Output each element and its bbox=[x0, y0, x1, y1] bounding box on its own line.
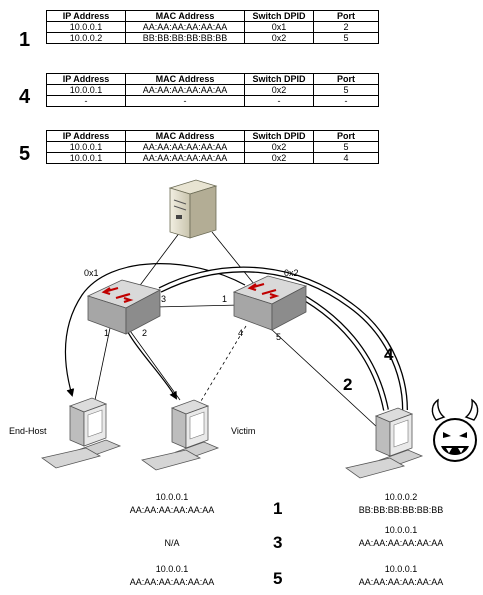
host-label-victim: Victim bbox=[231, 426, 256, 436]
controller-links bbox=[137, 231, 255, 289]
cache-mac: AA:AA:AA:AA:AA:AA bbox=[358, 538, 444, 548]
switch-label-right: 0x2 bbox=[284, 268, 299, 278]
port-label: 3 bbox=[161, 294, 167, 304]
computer-icon bbox=[41, 397, 122, 469]
port-label: 1 bbox=[222, 294, 228, 304]
cell-dpid: 0x2 bbox=[244, 32, 314, 44]
server-icon bbox=[168, 179, 218, 239]
cell-port: - bbox=[313, 95, 379, 107]
cell-port: 4 bbox=[313, 152, 379, 164]
table-step-number: 5 bbox=[19, 143, 31, 165]
host-table-step-1: IP Address MAC Address Switch DPID Port … bbox=[46, 10, 379, 44]
port-label: 2 bbox=[142, 328, 148, 338]
cache-ip: 10.0.0.1 bbox=[384, 564, 418, 574]
computer-icon bbox=[141, 399, 220, 471]
attacker-face-icon bbox=[431, 398, 479, 462]
cache-mac: AA:AA:AA:AA:AA:AA bbox=[129, 505, 215, 515]
table-step-number: 4 bbox=[19, 86, 31, 108]
port-label: 5 bbox=[276, 332, 282, 342]
table-step-number: 1 bbox=[19, 29, 31, 51]
victim-cache-entry: 10.0.0.1 AA:AA:AA:AA:AA:AA bbox=[336, 524, 466, 550]
arrow-to-end-host bbox=[64, 263, 246, 397]
port-label: 4 bbox=[238, 328, 244, 338]
host-links bbox=[94, 325, 379, 429]
bottom-step-label: 5 bbox=[273, 569, 283, 588]
end-host-cache-entry: N/A bbox=[112, 537, 232, 550]
switch-icon bbox=[232, 275, 308, 331]
cell-port: 5 bbox=[313, 32, 379, 44]
switch-label-left: 0x1 bbox=[84, 268, 99, 278]
host-table-step-5: IP Address MAC Address Switch DPID Port … bbox=[46, 130, 379, 164]
cache-value: N/A bbox=[164, 538, 180, 548]
victim-cache-entry: 10.0.0.2 BB:BB:BB:BB:BB:BB bbox=[336, 491, 466, 517]
end-host-cache-entry: 10.0.0.1 AA:AA:AA:AA:AA:AA bbox=[112, 563, 232, 589]
table-row: 10.0.0.2 BB:BB:BB:BB:BB:BB 0x2 5 bbox=[46, 32, 379, 44]
table-row: 10.0.0.1 AA:AA:AA:AA:AA:AA 0x2 5 bbox=[46, 84, 379, 96]
table-row: 10.0.0.1 AA:AA:AA:AA:AA:AA 0x2 5 bbox=[46, 141, 379, 153]
switch-link bbox=[154, 304, 241, 308]
table-row: 10.0.0.1 AA:AA:AA:AA:AA:AA 0x2 4 bbox=[46, 152, 379, 164]
end-host-cache-entry: 10.0.0.1 AA:AA:AA:AA:AA:AA bbox=[112, 491, 232, 517]
cache-ip: 10.0.0.2 bbox=[384, 492, 418, 502]
cache-ip: 10.0.0.1 bbox=[384, 525, 418, 535]
table-row: - - - - bbox=[46, 95, 379, 107]
port-label: 1 bbox=[104, 328, 110, 338]
cache-mac: AA:AA:AA:AA:AA:AA bbox=[358, 577, 444, 587]
host-table-step-4: IP Address MAC Address Switch DPID Port … bbox=[46, 73, 379, 107]
cache-mac: AA:AA:AA:AA:AA:AA bbox=[129, 577, 215, 587]
computer-icon bbox=[345, 407, 424, 479]
victim-cache-entry: 10.0.0.1 AA:AA:AA:AA:AA:AA bbox=[336, 563, 466, 589]
bottom-step-label: 3 bbox=[273, 533, 283, 552]
switch-icon bbox=[86, 279, 162, 335]
arrow-step-label: 2 bbox=[343, 375, 353, 394]
cell-ip: - bbox=[46, 95, 126, 107]
bottom-step-label: 1 bbox=[273, 499, 283, 518]
cache-ip: 10.0.0.1 bbox=[155, 564, 189, 574]
cache-ip: 10.0.0.1 bbox=[155, 492, 189, 502]
cell-mac: AA:AA:AA:AA:AA:AA bbox=[125, 152, 245, 164]
host-label-end-host: End-Host bbox=[9, 426, 47, 436]
arrow-step-label: 4 bbox=[384, 345, 394, 364]
cache-mac: BB:BB:BB:BB:BB:BB bbox=[358, 505, 444, 515]
